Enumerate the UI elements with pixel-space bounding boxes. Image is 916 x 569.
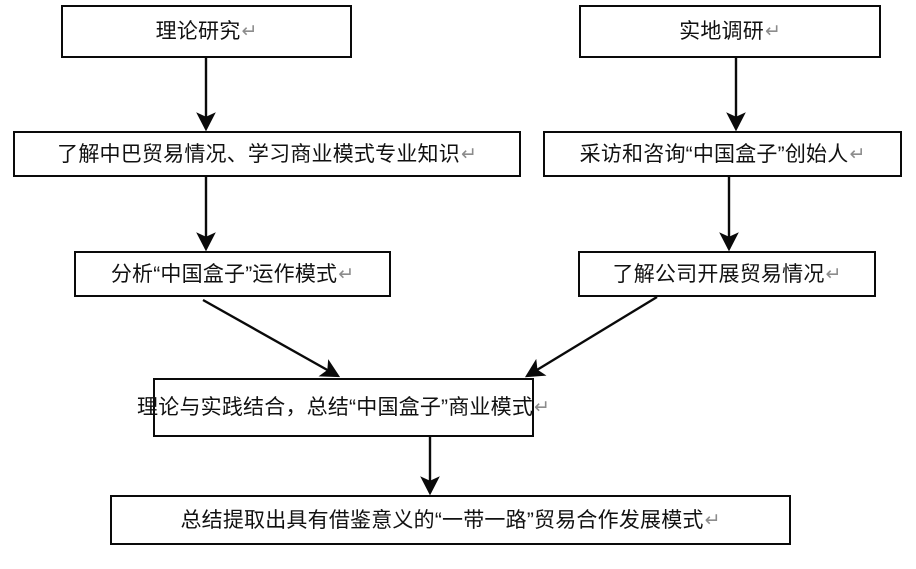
node-label: 了解中巴贸易情况、学习商业模式专业知识 (57, 142, 460, 166)
paragraph-mark-icon: ↵ (849, 143, 866, 165)
node-label: 采访和咨询“中国盒子”创始人 (579, 142, 849, 166)
node-summarize-belt-and-road[interactable]: 总结提取出具有借鉴意义的“一带一路”贸易合作发展模式↵ (110, 495, 791, 545)
node-label: 分析“中国盒子”运作模式 (110, 262, 338, 286)
node-interview-founder[interactable]: 采访和咨询“中国盒子”创始人↵ (543, 131, 902, 177)
paragraph-mark-icon: ↵ (241, 21, 258, 42)
node-label: 理论与实践结合，总结“中国盒子”商业模式 (137, 396, 534, 419)
node-label: 理论研究 (155, 20, 241, 43)
node-combine-theory-practice[interactable]: 理论与实践结合，总结“中国盒子”商业模式↵ (137, 378, 550, 437)
paragraph-mark-icon: ↵ (764, 21, 781, 42)
node-understand-trade-learn-model[interactable]: 了解中巴贸易情况、学习商业模式专业知识↵ (13, 131, 521, 177)
node-label: 了解公司开展贸易情况 (612, 262, 825, 286)
paragraph-mark-icon: ↵ (825, 263, 842, 285)
node-label: 实地调研 (679, 20, 764, 43)
paragraph-mark-icon: ↵ (338, 263, 355, 285)
paragraph-mark-icon: ↵ (704, 509, 721, 531)
paragraph-mark-icon: ↵ (534, 397, 550, 418)
node-analyze-operation-model[interactable]: 分析“中国盒子”运作模式↵ (74, 251, 391, 297)
edge-analyze-to-combine (202, 298, 341, 378)
node-field-survey[interactable]: 实地调研↵ (579, 5, 881, 58)
node-label: 总结提取出具有借鉴意义的“一带一路”贸易合作发展模式 (180, 508, 704, 532)
paragraph-mark-icon: ↵ (460, 143, 477, 165)
node-theory-research[interactable]: 理论研究↵ (61, 5, 352, 58)
node-understand-company-trade[interactable]: 了解公司开展贸易情况↵ (578, 251, 876, 297)
edge-company-to-combine (524, 295, 658, 378)
